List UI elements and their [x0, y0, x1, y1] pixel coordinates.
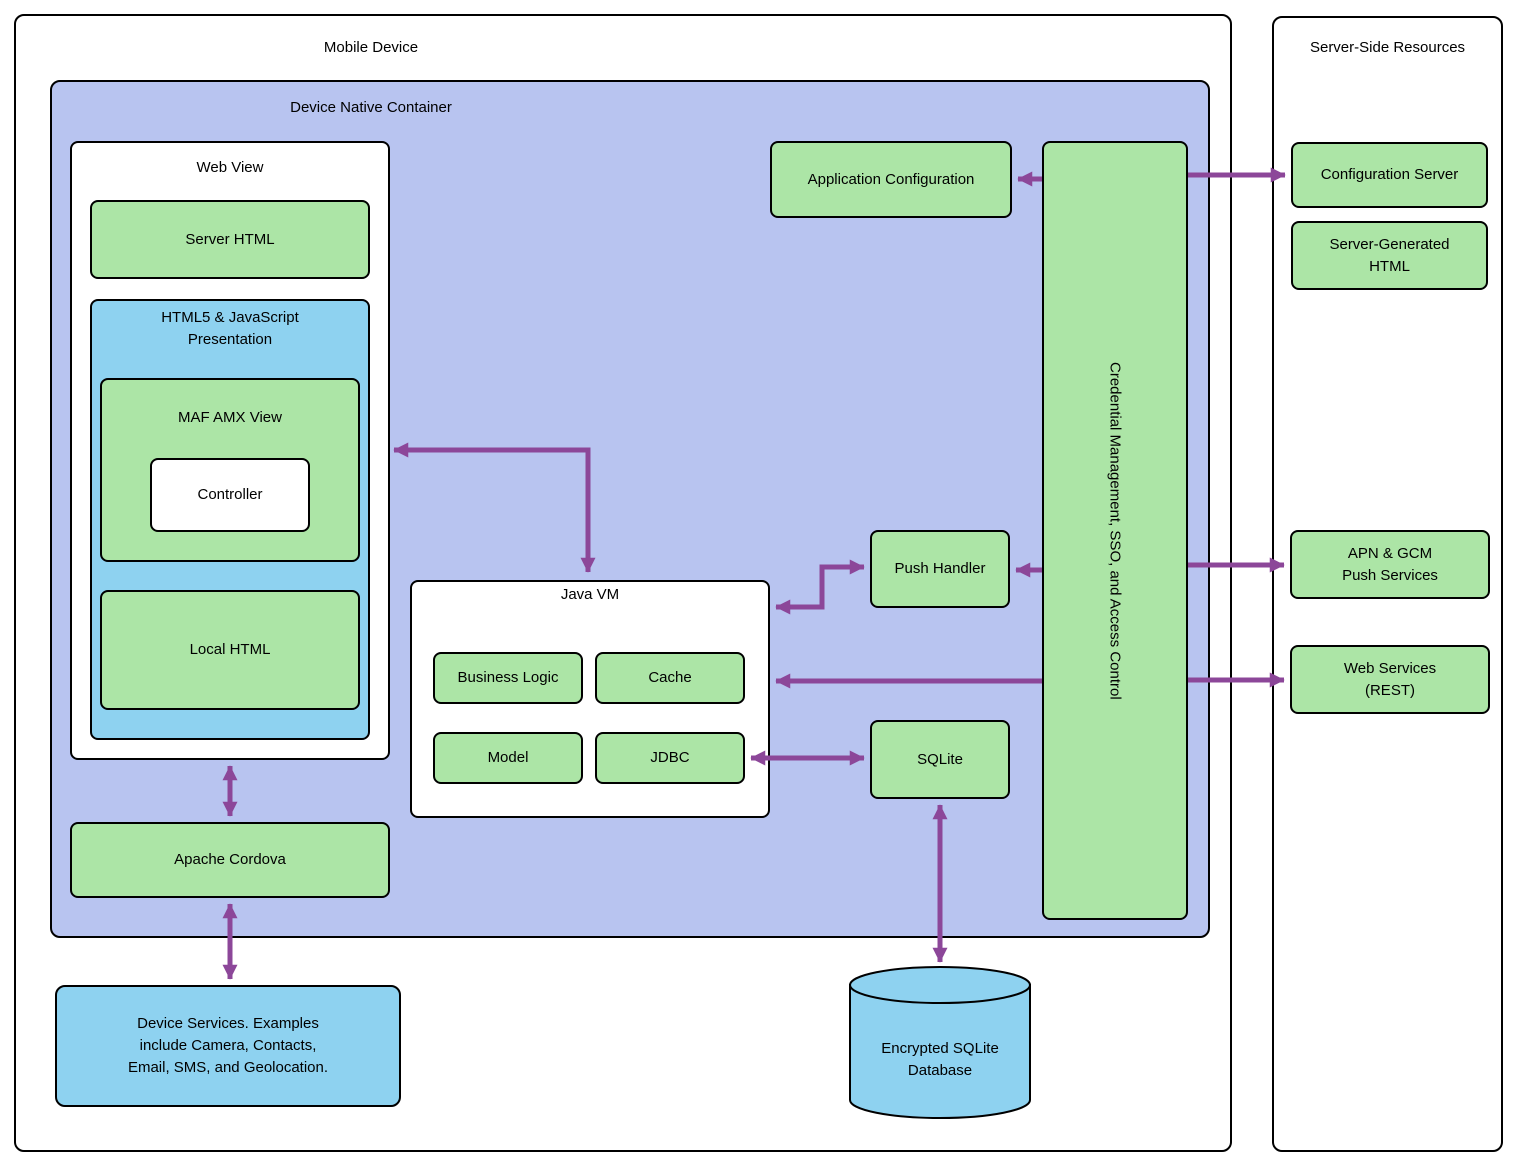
push-handler-box: Push Handler: [870, 530, 1010, 608]
jdbc-box: JDBC: [595, 732, 745, 784]
server-side-resources-title: Server-Side Resources: [1309, 39, 1466, 56]
local-html-box: Local HTML: [100, 590, 360, 710]
controller-box: Controller: [150, 458, 310, 532]
java-vm-title: Java VM: [560, 586, 620, 603]
encrypted-sqlite-database-label: Encrypted SQLite Database: [881, 1040, 999, 1079]
apn-gcm-push-services-box: APN & GCM Push Services: [1290, 530, 1490, 599]
model-box: Model: [433, 732, 583, 784]
device-services-box: Device Services. Examples include Camera…: [55, 985, 401, 1107]
server-generated-html-box: Server-Generated HTML: [1291, 221, 1488, 290]
web-services-rest-box: Web Services (REST): [1290, 645, 1490, 714]
configuration-server-box: Configuration Server: [1291, 142, 1488, 208]
html5-javascript-presentation-title: HTML5 & JavaScript Presentation: [161, 309, 299, 348]
server-html-box: Server HTML: [90, 200, 370, 279]
web-view-title: Web View: [196, 159, 264, 176]
application-configuration-box: Application Configuration: [770, 141, 1012, 218]
business-logic-box: Business Logic: [433, 652, 583, 704]
credential-management-box: Credential Management, SSO, and Access C…: [1042, 141, 1188, 920]
sqlite-box: SQLite: [870, 720, 1010, 799]
apache-cordova-box: Apache Cordova: [70, 822, 390, 898]
maf-amx-view-title: MAF AMX View: [178, 409, 282, 426]
cache-box: Cache: [595, 652, 745, 704]
mobile-device-title: Mobile Device: [323, 39, 419, 56]
device-native-container-title: Device Native Container: [290, 99, 452, 116]
